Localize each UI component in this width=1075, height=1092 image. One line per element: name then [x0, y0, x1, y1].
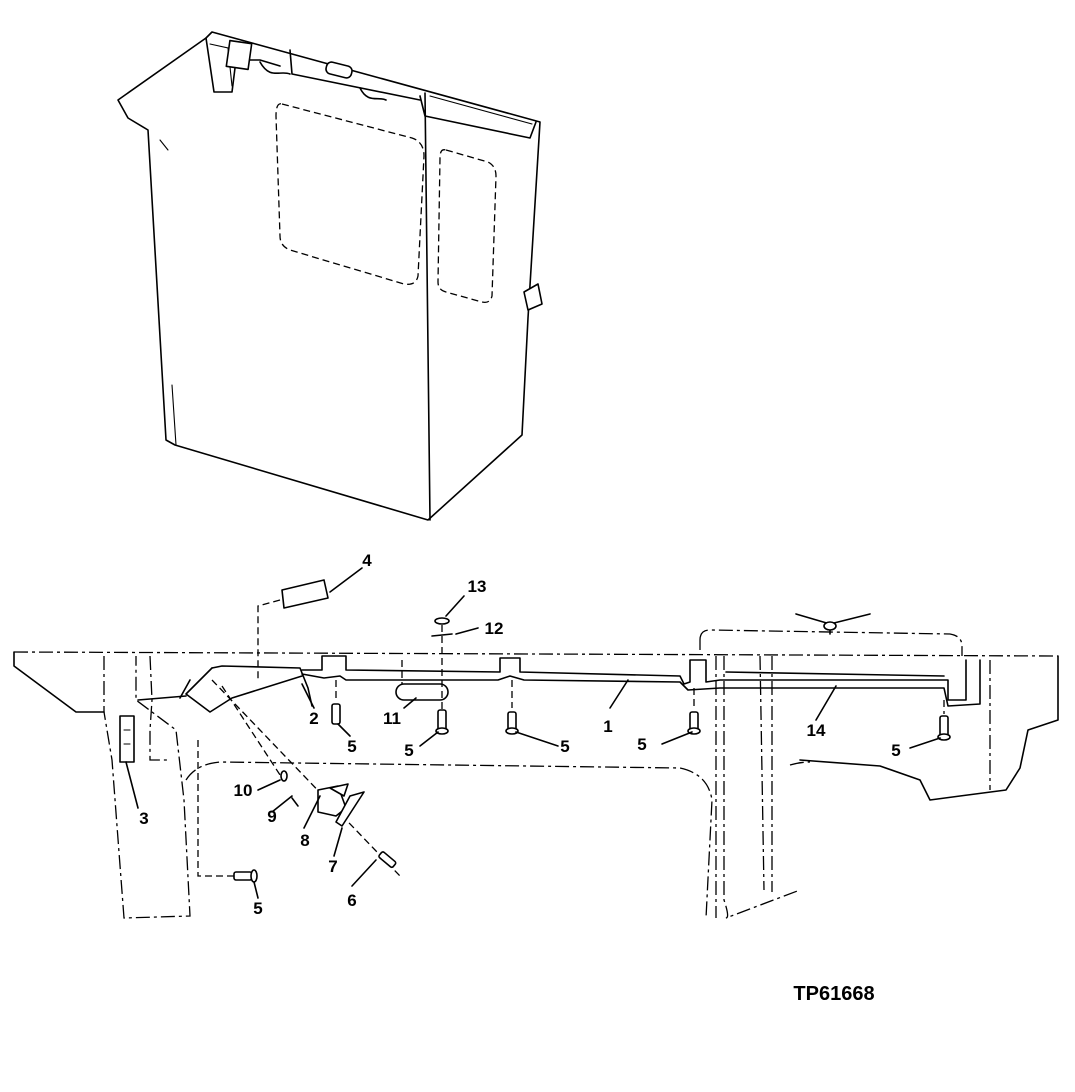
- callout-8: 8: [300, 831, 309, 850]
- leader-lines: [125, 567, 941, 899]
- seal-block: [257, 579, 329, 680]
- screw-5f: [197, 740, 258, 883]
- callout-5e: 5: [891, 741, 900, 760]
- callout-13: 13: [468, 577, 487, 596]
- callout-6: 6: [347, 891, 356, 910]
- callout-11: 11: [383, 709, 401, 728]
- corner-bracket: [119, 715, 135, 763]
- frame-assembly: [13, 613, 1059, 919]
- callout-5b: 5: [404, 741, 413, 760]
- callout-9: 9: [267, 807, 276, 826]
- pad: [395, 660, 449, 701]
- callout-10: 10: [234, 781, 253, 800]
- figure-reference-id: TP61668: [793, 983, 874, 1005]
- callout-labels: 1 2 3 4 5 5 5 5 5 5 6 7 8 9 10 11 12 13 …: [139, 551, 900, 918]
- callout-5c: 5: [560, 737, 569, 756]
- screw-5e: [937, 700, 951, 741]
- screw-5b: [435, 709, 449, 735]
- callout-5d: 5: [637, 735, 646, 754]
- callout-3: 3: [139, 809, 148, 828]
- screw-5d: [687, 688, 701, 735]
- seal-strip-main: [301, 655, 981, 707]
- callout-4: 4: [362, 551, 372, 570]
- callout-7: 7: [328, 857, 337, 876]
- callout-14: 14: [807, 721, 826, 740]
- callout-12: 12: [485, 619, 504, 638]
- seal-strip-left: [137, 665, 313, 713]
- latch-assembly: [211, 679, 401, 877]
- screw-5c: [505, 680, 519, 735]
- cab-assembly: [117, 31, 543, 521]
- callout-5f: 5: [253, 899, 262, 918]
- screw-5a: [331, 680, 341, 725]
- callout-2: 2: [309, 709, 318, 728]
- washer-and-nut: [431, 617, 453, 728]
- screw-group: [197, 680, 951, 883]
- callout-5a: 5: [347, 737, 356, 756]
- callout-1: 1: [603, 717, 612, 736]
